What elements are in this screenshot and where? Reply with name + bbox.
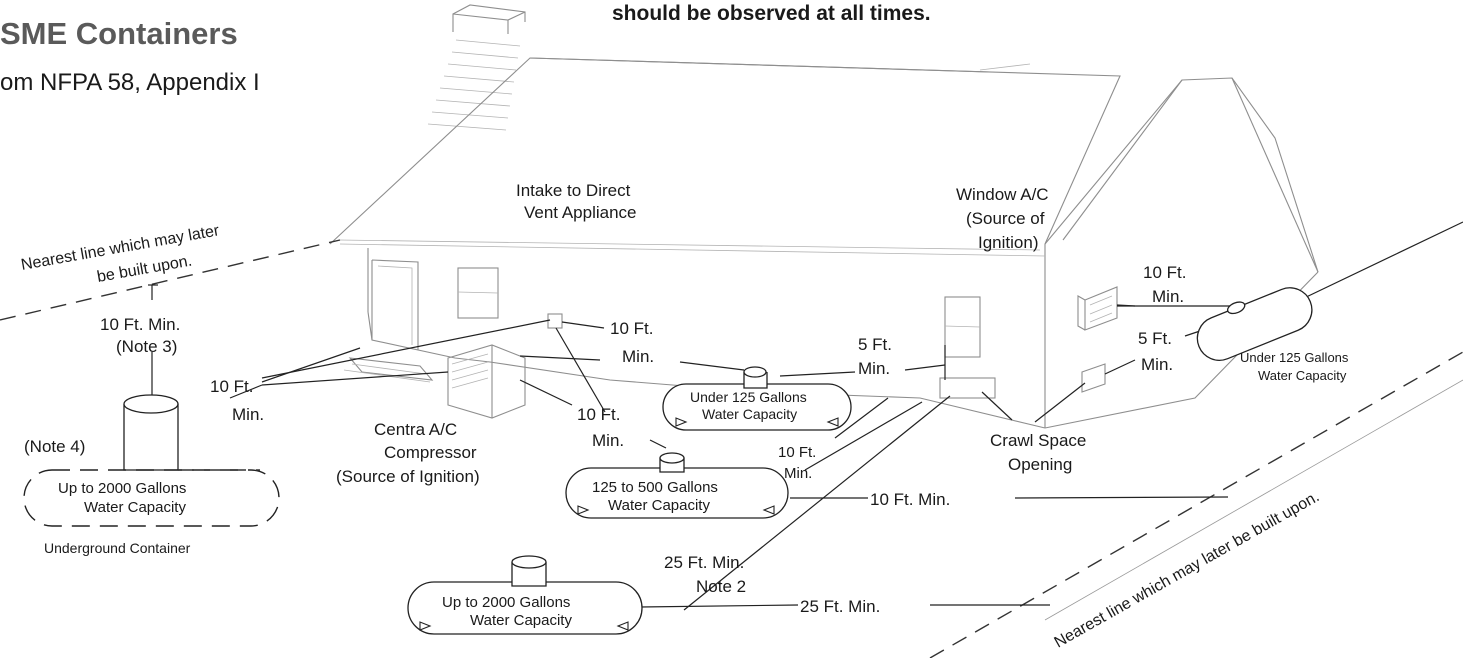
- compressor-10ft-label-1: 10 Ft.: [577, 405, 620, 424]
- window-10ft-label-1: 10 Ft.: [1143, 263, 1186, 282]
- left-10ft-label-1: 10 Ft.: [210, 377, 253, 396]
- under125-right-line2: Water Capacity: [1258, 368, 1347, 383]
- property-line-bottom: [929, 351, 1463, 658]
- header-note: should be observed at all times.: [612, 2, 931, 25]
- window-5ft-label-2: Min.: [1141, 355, 1173, 374]
- tank-under-125-right: [1196, 287, 1313, 361]
- under125-right-line1: Under 125 Gallons: [1240, 350, 1349, 365]
- underground-line2: Water Capacity: [84, 499, 186, 516]
- tank-125-500: [565, 452, 789, 519]
- intake-label-1: Intake to Direct: [516, 181, 631, 200]
- window-ac-label-3: Ignition): [978, 233, 1038, 252]
- under125-center-line2: Water Capacity: [702, 406, 797, 422]
- crawl-10ft-label-2: Min.: [784, 465, 812, 482]
- page-subtitle: om NFPA 58, Appendix I: [0, 69, 260, 96]
- crawl-space-label-1: Crawl Space: [990, 431, 1086, 450]
- note4-label: (Note 4): [24, 437, 85, 456]
- under125-center-line1: Under 125 Gallons: [690, 389, 807, 405]
- intake-10ft-label-1: 10 Ft.: [610, 319, 653, 338]
- nearest-line-bottom-label: Nearest line which may later be built up…: [1052, 488, 1323, 651]
- center-5ft-label-1: 5 Ft.: [858, 335, 892, 354]
- compressor-label-3: (Source of Ignition): [336, 467, 480, 486]
- note3-label-2: (Note 3): [116, 337, 177, 356]
- house-drawing: [329, 4, 1319, 429]
- center-5ft-label-2: Min.: [858, 359, 890, 378]
- note2-label-2: Note 2: [696, 577, 746, 596]
- intake-10ft-label-2: Min.: [622, 347, 654, 366]
- window-ac-label-2: (Source of: [966, 209, 1045, 228]
- underground-line1: Up to 2000 Gallons: [58, 480, 186, 497]
- mid-tank-line2: Water Capacity: [608, 497, 710, 514]
- compressor-label-1: Centra A/C: [374, 420, 457, 439]
- compressor-label-2: Compressor: [384, 443, 477, 462]
- line-25ft-min-label: 25 Ft. Min.: [800, 597, 880, 616]
- intake-label-2: Vent Appliance: [524, 203, 636, 222]
- compressor-10ft-label-2: Min.: [592, 431, 624, 450]
- window-5ft-label-1: 5 Ft.: [1138, 329, 1172, 348]
- underground-container: [23, 394, 280, 527]
- property-line-top: [0, 239, 341, 321]
- note2-label-1: 25 Ft. Min.: [664, 553, 744, 572]
- window-ac-label-1: Window A/C: [956, 185, 1049, 204]
- underground-caption: Underground Container: [44, 540, 191, 556]
- note3-label-1: 10 Ft. Min.: [100, 315, 180, 334]
- large-tank-line1: Up to 2000 Gallons: [442, 594, 570, 611]
- line-10ft-min-label: 10 Ft. Min.: [870, 490, 950, 509]
- window-10ft-label-2: Min.: [1152, 287, 1184, 306]
- clearance-lines: [135, 284, 1240, 611]
- crawl-10ft-label-1: 10 Ft.: [778, 444, 816, 461]
- mid-tank-line1: 125 to 500 Gallons: [592, 479, 718, 496]
- tank-up-to-2000: [407, 555, 643, 635]
- page-title: SME Containers: [0, 16, 238, 51]
- tank-under-125-center: [662, 366, 852, 431]
- left-10ft-label-2: Min.: [232, 405, 264, 424]
- large-tank-line2: Water Capacity: [470, 612, 572, 629]
- crawl-space-label-2: Opening: [1008, 455, 1072, 474]
